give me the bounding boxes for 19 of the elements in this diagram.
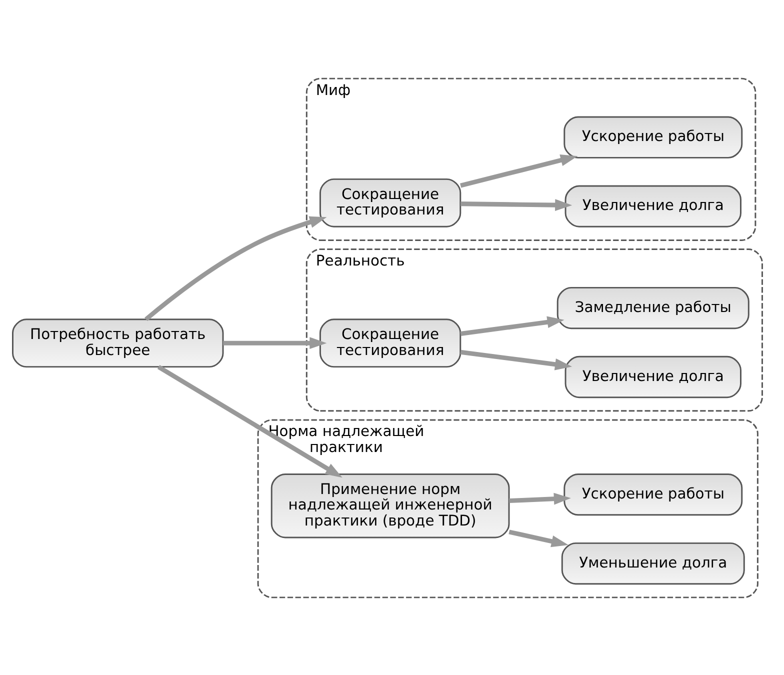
node-box: Замедление работы bbox=[556, 286, 750, 329]
node-box: Ускорение работы bbox=[564, 472, 743, 516]
node-box: Сокращение тестирования bbox=[319, 318, 462, 368]
arrow bbox=[460, 349, 572, 370]
arrow bbox=[223, 336, 327, 349]
arrow bbox=[144, 216, 327, 321]
arrow bbox=[460, 198, 572, 210]
node-box: Применение норм надлежащей инженерной практики (вроде TDD) bbox=[270, 472, 510, 538]
node-box: Увеличение долга bbox=[564, 355, 742, 398]
arrow bbox=[460, 154, 578, 188]
node-box: Увеличение долга bbox=[564, 184, 742, 227]
node-box: Потребность работать быстрее bbox=[12, 318, 224, 368]
arrow bbox=[508, 529, 568, 547]
arrow bbox=[460, 316, 564, 336]
arrow bbox=[157, 364, 342, 478]
arrow bbox=[509, 492, 571, 504]
node-box: Ускорение работы bbox=[564, 116, 743, 158]
node-box: Уменьшение долга bbox=[561, 542, 745, 584]
node-box: Сокращение тестирования bbox=[319, 178, 462, 227]
